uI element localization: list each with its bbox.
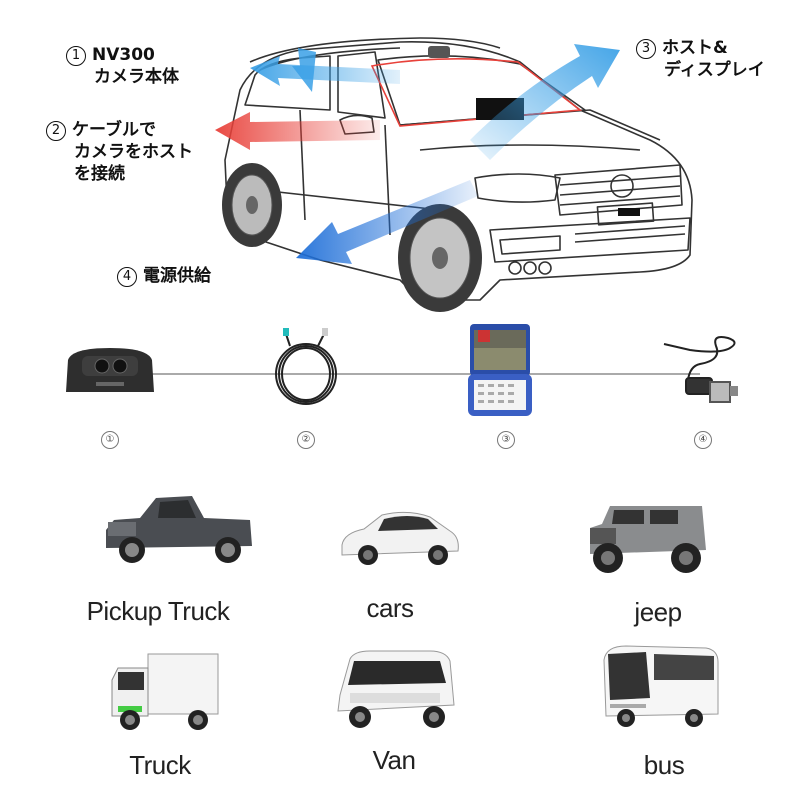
callout-cable: 2 ケーブルで カメラをホスト を接続 — [46, 119, 193, 185]
arrow-camera-body — [250, 56, 400, 86]
product-chain: ① ② ③ ④ — [0, 320, 800, 450]
arrow-power-supply — [296, 180, 478, 264]
callout-line: ホスト& — [662, 38, 728, 58]
arrow-host-display — [470, 44, 620, 160]
front-wheel — [398, 204, 482, 312]
arrow-cable — [215, 112, 380, 150]
callout-line: カメラをホスト — [74, 142, 193, 162]
product-chain-graphic — [66, 324, 738, 416]
callout-number: 2 — [46, 121, 66, 141]
callout-host-display: 3 ホスト& ディスプレイ — [636, 37, 765, 81]
chain-label-2: ② — [297, 431, 315, 449]
vehicle-caption-jeep: jeep — [634, 597, 682, 627]
pickup-truck-image — [100, 490, 260, 570]
host-display-image — [468, 324, 532, 416]
chain-label-4: ④ — [694, 431, 712, 449]
callout-camera-body: 1 NV300 カメラ本体 — [66, 44, 179, 88]
rear-wheel — [222, 163, 282, 247]
vehicle-caption-bus: bus — [643, 750, 685, 780]
car-image — [338, 505, 462, 571]
suv-line-drawing — [215, 37, 693, 312]
callout-line: カメラ本体 — [94, 67, 179, 87]
power-cable-image — [663, 336, 738, 403]
callout-number: 1 — [66, 46, 86, 66]
callout-line: ケーブルで — [72, 120, 156, 140]
callout-line: NV300 — [92, 45, 155, 65]
car-diagram: 1 NV300 カメラ本体 2 ケーブルで カメラをホスト を接続 3 ホスト& ディ… — [0, 0, 800, 320]
callout-power-supply: 4 電源供給 — [117, 265, 211, 287]
vehicle-caption-van: Van — [372, 745, 416, 775]
van-image — [330, 645, 460, 735]
windshield-highlight — [370, 58, 583, 127]
camera-unit-image — [66, 348, 154, 392]
vehicle-caption-cars: cars — [366, 593, 414, 623]
jeep-image — [582, 498, 714, 578]
callout-line: ディスプレイ — [664, 60, 765, 80]
vehicle-caption-truck: Truck — [129, 750, 191, 780]
chain-label-3: ③ — [497, 431, 515, 449]
chain-label-1: ① — [101, 431, 119, 449]
callout-line: 電源供給 — [143, 266, 211, 286]
vehicle-caption-pickup-truck: Pickup Truck — [86, 596, 230, 626]
callout-number: 4 — [117, 267, 137, 287]
callout-number: 3 — [636, 39, 656, 59]
truck-image — [108, 650, 220, 734]
roof-camera — [428, 46, 450, 58]
callout-line: を接続 — [74, 164, 125, 184]
bus-image — [596, 640, 722, 730]
cable-image — [275, 328, 337, 405]
